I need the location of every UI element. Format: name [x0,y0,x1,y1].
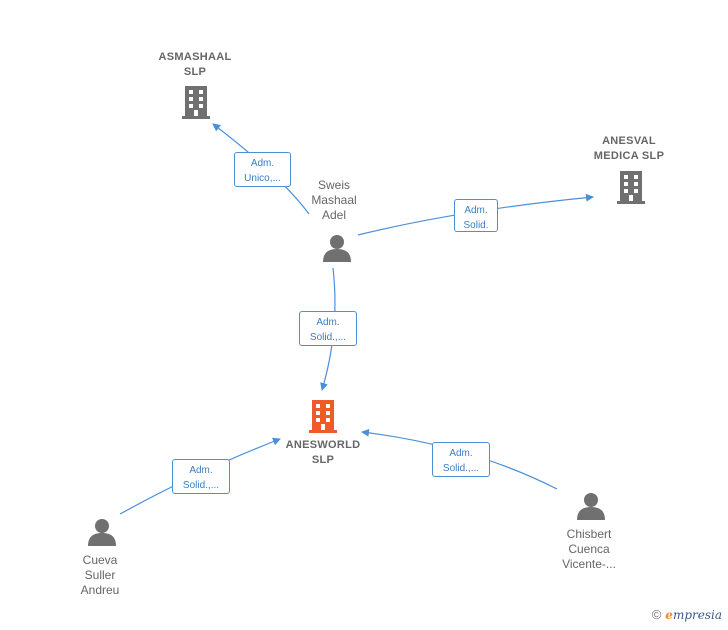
building-icon[interactable] [182,86,210,119]
copyright-symbol: © [651,607,662,622]
node-label-chisbert[interactable]: Chisbert Cuenca Vicente-... [562,527,616,571]
building-icon[interactable] [309,400,337,433]
edge-label-cueva-anesworld[interactable]: Adm. Solid.,... [172,459,230,494]
brand-logo: ©empresia [652,607,722,622]
person-icon[interactable] [323,235,351,262]
building-icon[interactable] [617,171,645,204]
person-icon[interactable] [577,493,605,520]
node-label-anesworld[interactable]: ANESWORLD SLP [285,439,361,466]
node-label-asmashaal[interactable]: ASMASHAAL SLP [158,51,232,78]
person-icon[interactable] [88,519,116,546]
node-label-cueva[interactable]: Cueva Suller Andreu [80,553,120,597]
edge-label-chisbert-anesworld[interactable]: Adm. Solid.,... [432,442,490,477]
edge-label-sweis-anesworld[interactable]: Adm. Solid.,... [299,311,357,346]
node-label-sweis[interactable]: Sweis Mashaal Adel [311,178,357,222]
brand-initial: e [665,608,673,622]
node-label-anesval[interactable]: ANESVAL MEDICA SLP [593,135,665,162]
edge-label-sweis-anesval[interactable]: Adm. Solid. [454,199,498,232]
brand-name: mpresia [672,608,722,622]
edge-label-sweis-asmashaal[interactable]: Adm. Unico,... [234,152,291,187]
